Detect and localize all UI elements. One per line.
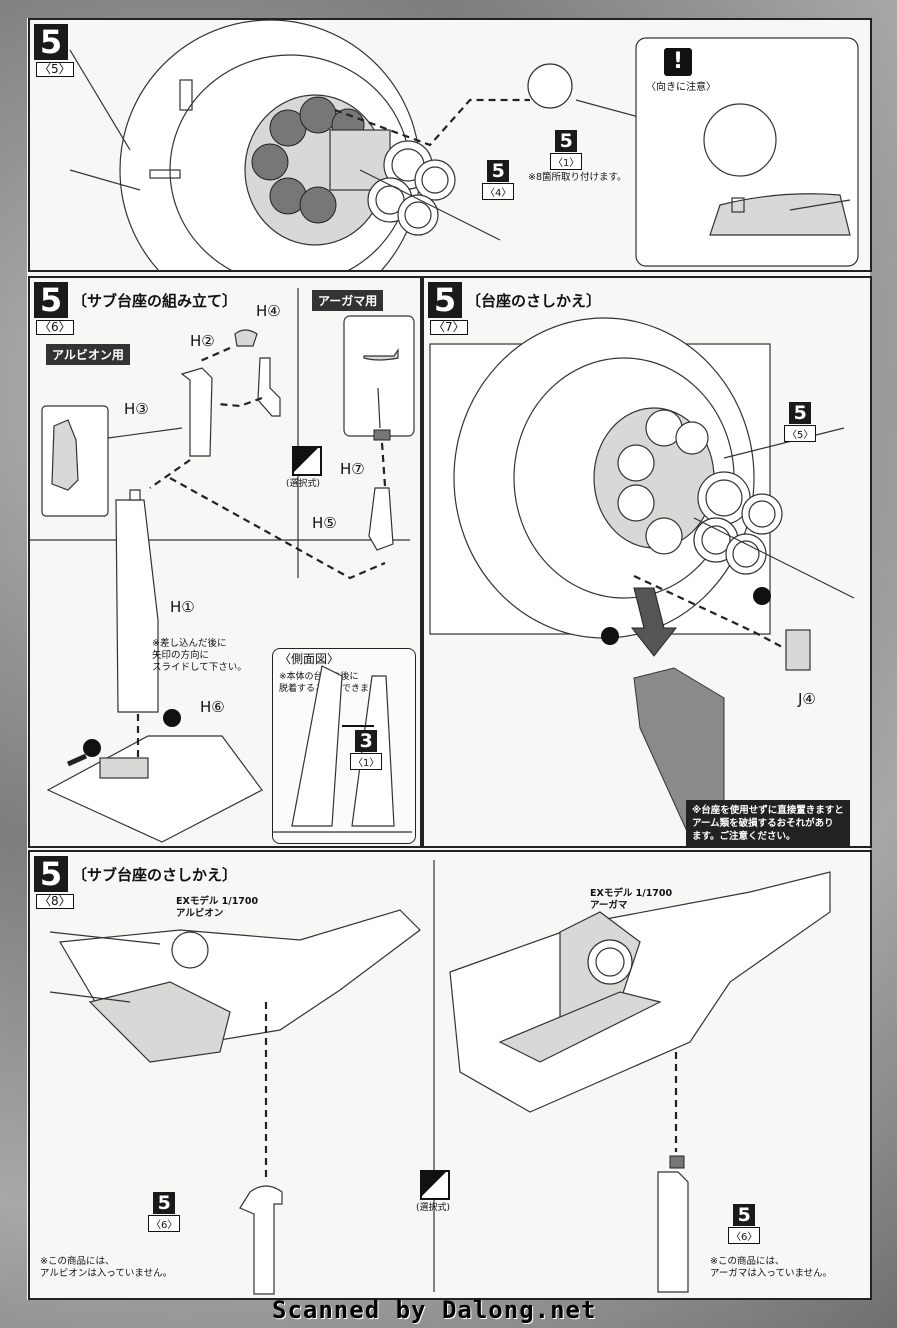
side-view-detail (272, 646, 412, 844)
side-view-illustration (272, 665, 412, 833)
part-h5: H⑤ (312, 514, 337, 532)
argama-label: アーガマ用 (312, 290, 384, 311)
base-warning-note: ※台座を使用せずに直接置きますと アーム類を破損するおそれがあり ます。ご注意く… (686, 800, 850, 846)
ship-models-illustration (49, 860, 831, 1295)
step-title: 〔台座のさしかえ〕 (466, 292, 602, 310)
optional-choice-icon (292, 446, 322, 476)
left-step-5-6: 5 〈6〉 (148, 1192, 181, 1232)
part-h4: H④ (256, 302, 281, 320)
model-label-argama: EXモデル 1/1700 アーガマ (590, 888, 673, 911)
scanner-credit: Scanned by Dalong.net (272, 1296, 597, 1324)
optional-choice-label: (選択式) (286, 479, 321, 489)
part-h3: H③ (124, 400, 149, 418)
albion-not-included-note: ※この商品には、 アルビオンは入っていません。 (40, 1256, 173, 1279)
sub-base-assembly-illustration (30, 288, 415, 843)
slide-note: ※差し込んだ後に 矢印の方向に スライドして下さい。 (152, 638, 247, 673)
step-number: 5 (34, 856, 68, 892)
step-sub-number: 〈5〉 (36, 62, 74, 77)
side-view-step-3-1: 3 〈1〉 (350, 730, 383, 770)
step-title: 〔サブ台座のさしかえ〕 (72, 866, 238, 884)
part-j4: J④ (798, 690, 816, 708)
step-number: 5 (34, 282, 68, 318)
inner-step-5-4: 5 〈4〉 (482, 160, 515, 200)
attach-note: ※8箇所取り付けます。 (528, 172, 627, 183)
part-h7: H⑦ (340, 460, 365, 478)
part-h2: H② (190, 332, 215, 350)
panel-step-5-8: 5 〈8〉 〔サブ台座のさしかえ〕 EXモデル 1/1700 アルビオン EXモ… (28, 850, 872, 1300)
side-view-title: 〈側面図〉 (279, 652, 340, 666)
model-label-albion: EXモデル 1/1700 アルビオン (176, 896, 259, 919)
caution-icon: ! (664, 48, 692, 76)
step-title: 〔サブ台座の組み立て〕 (72, 292, 238, 310)
step-sub-number: 〈6〉 (36, 320, 74, 335)
panel-step-5-6: 5 〈6〉 〔サブ台座の組み立て〕 アルビオン用 アーガマ用 (28, 276, 422, 848)
step-sub-number: 〈8〉 (36, 894, 74, 909)
right-step-5-6: 5 〈6〉 (728, 1204, 761, 1244)
step-sub-number: 〈7〉 (430, 320, 468, 335)
inner-step-5-5: 5 〈5〉 (784, 402, 817, 442)
argama-not-included-note: ※この商品には、 アーガマは入っていません。 (710, 1256, 833, 1279)
part-h6: H⑥ (200, 698, 225, 716)
step-number: 5 (34, 24, 68, 60)
optional-choice-label: (選択式) (416, 1203, 451, 1213)
step-number: 5 (428, 282, 462, 318)
panel-step-5-5: 5 〈5〉 5 〈1〉 ※8箇所取り付けます。 5 (28, 18, 872, 272)
orientation-caution-label: 〈向きに注意〉 (646, 82, 716, 93)
optional-choice-icon (420, 1170, 450, 1200)
panel-step-5-7: 5 〈7〉 〔台座のさしかえ〕 5 〈5〉 J④ ※台座を使用せずに直接置きます… (422, 276, 872, 848)
inner-step-5-1: 5 〈1〉 (550, 130, 583, 170)
base-swap-illustration (429, 317, 855, 839)
albion-label: アルビオン用 (46, 344, 130, 365)
ship-rear-illustration (69, 20, 859, 270)
part-h1: H① (170, 598, 195, 616)
